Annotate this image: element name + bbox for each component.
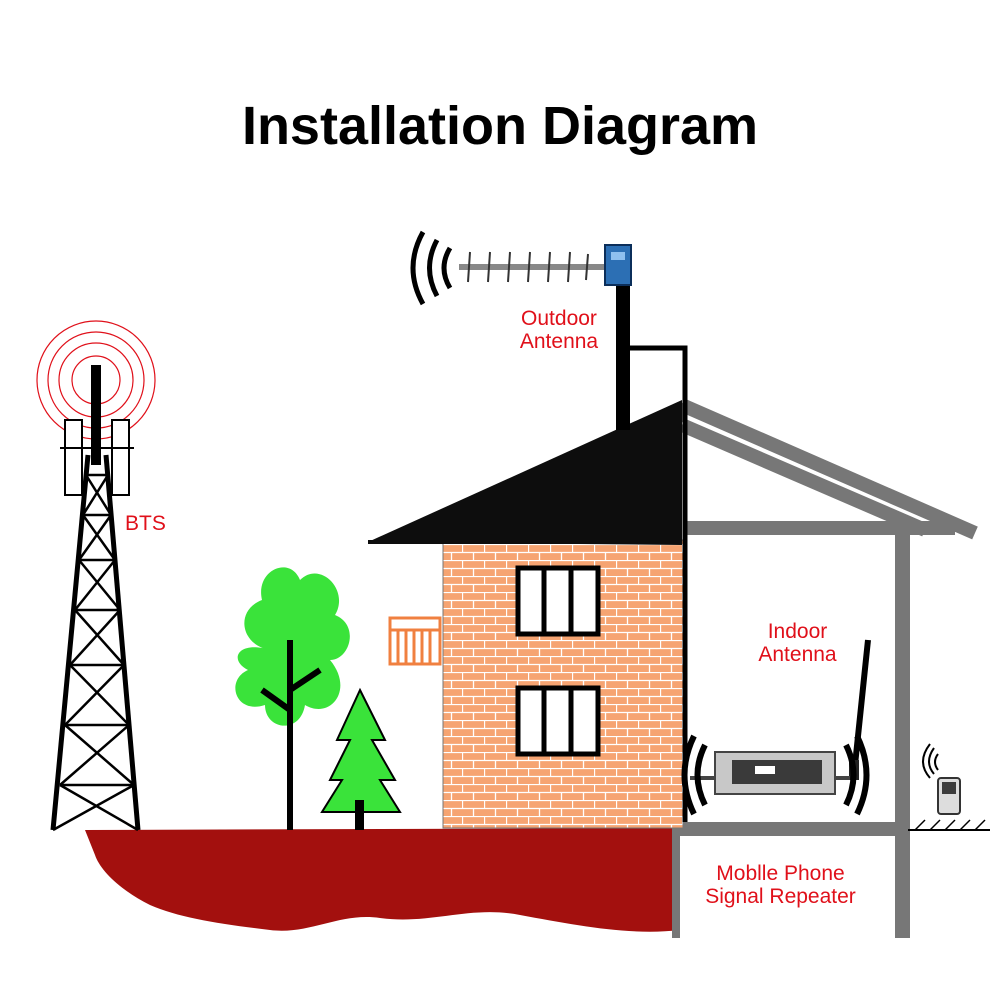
label-bts: BTS [125,512,166,535]
label-outdoor-antenna: Outdoor Antenna [500,307,618,353]
bts-tower [36,320,156,832]
outdoor-antenna-signal-waves [410,230,453,306]
signal-repeater [681,734,870,816]
label-repeater: Moblle Phone Signal Repeater [688,862,873,908]
deciduous-tree [235,567,350,830]
pine-tree [320,687,402,830]
label-repeater-line2: Signal Repeater [705,885,856,908]
label-indoor-antenna-line2: Antenna [758,643,837,666]
label-indoor-antenna-line1: Indoor [767,620,828,643]
label-indoor-antenna: Indoor Antenna [745,620,850,666]
diagram-title: Installation Diagram [241,96,759,156]
label-outdoor-antenna-line2: Antenna [519,330,599,353]
label-outdoor-antenna-line1: Outdoor [521,307,597,330]
house-window-upper [515,565,601,637]
main-house [368,400,684,829]
side-building [672,398,990,938]
ground [85,828,680,932]
repeater-signal-waves [681,734,870,816]
mobile-phone [922,743,961,815]
balcony [388,616,442,666]
outdoor-antenna [410,230,688,822]
house-window-lower [515,685,601,757]
label-repeater-line1: Moblle Phone [716,862,845,885]
